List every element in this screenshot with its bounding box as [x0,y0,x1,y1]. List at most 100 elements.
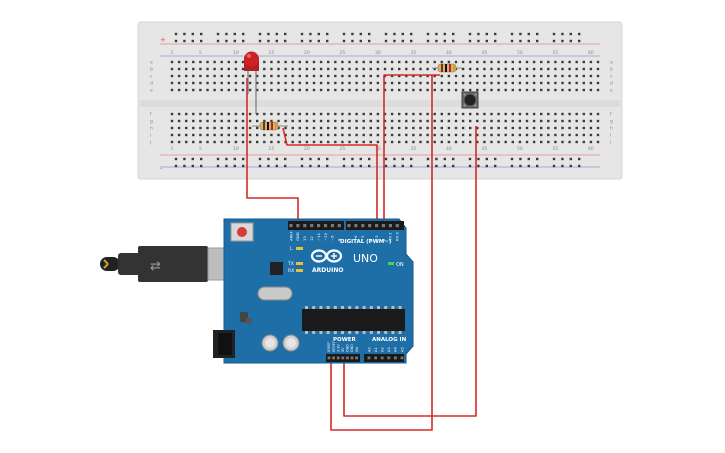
pin-hole[interactable] [347,224,351,228]
breadboard-hole [440,133,443,137]
rail-hole [233,32,236,36]
rail-minus-label: - [160,165,163,173]
breadboard-hole [490,88,493,92]
chip-pin [369,331,373,334]
pin-hole[interactable] [368,224,372,228]
column-number: 35 [411,146,417,152]
breadboard-hole [369,60,372,64]
breadboard-hole [426,88,429,92]
breadboard-hole [248,112,252,116]
wire-resistor-to-pin2[interactable] [282,127,378,222]
resistor-led[interactable] [252,121,288,131]
rail-hole [351,157,354,161]
pin-hole[interactable] [303,224,307,228]
breadboard-hole [362,74,365,78]
breadboard-hole [341,74,344,78]
breadboard-hole [241,81,245,85]
pin-hole[interactable] [400,356,404,360]
breadboard-hole [355,60,358,64]
rail-hole [485,32,488,36]
breadboard-hole [433,67,436,71]
pin-hole[interactable] [341,356,345,360]
pin-hole[interactable] [354,224,358,228]
pin-hole[interactable] [380,356,384,360]
breadboard-hole [540,67,543,71]
breadboard-hole [376,81,380,85]
breadboard-hole [277,140,280,144]
rail-hole [317,157,320,161]
rail-hole [200,157,203,161]
breadboard-hole [383,60,387,64]
breadboard-hole [525,126,529,130]
breadboard-hole [497,133,500,137]
breadboard-hole [405,88,408,92]
wire-pulldown-to-gnd[interactable] [330,75,433,431]
chip-pin [326,306,330,309]
breadboard-hole [369,126,372,130]
rail-hole [200,32,203,36]
pin-hole[interactable] [394,356,397,360]
pin-hole[interactable] [337,224,341,228]
rail-hole [410,164,413,168]
wire-pin4-to-resistor[interactable] [383,74,440,222]
pin-hole[interactable] [330,224,334,228]
pin-hole[interactable] [296,224,300,228]
breadboard-hole [582,126,585,130]
led[interactable] [244,51,259,115]
rail-hole [510,164,514,168]
pin-hole[interactable] [387,356,391,360]
rail-hole [225,32,228,36]
breadboard-hole [412,112,415,116]
breadboard-hole [256,112,259,116]
row-letter: f [610,112,612,118]
rail-hole [258,157,262,161]
resistor-button[interactable] [432,63,462,73]
pin-hole[interactable] [361,224,365,228]
chip-pin [348,331,352,334]
breadboard-hole [305,88,309,92]
chip-pin [355,306,359,309]
pin-hole[interactable] [388,224,392,228]
rail-hole [561,39,564,43]
pin-hole[interactable] [289,224,293,228]
wire-led-to-gnd[interactable] [246,78,299,222]
pin-hole[interactable] [350,356,354,360]
pin-hole[interactable] [327,356,331,360]
breadboard-hole [561,81,564,85]
breadboard-hole [213,140,216,144]
breadboard-hole [341,60,344,64]
pin-hole[interactable] [395,224,399,228]
rail-hole [393,157,396,161]
pin-hole[interactable] [336,356,340,360]
breadboard-hole [575,119,578,123]
breadboard-hole [376,133,380,137]
pin-hole[interactable] [310,224,314,228]
column-number: 5 [199,146,202,152]
breadboard-hole [476,74,479,78]
rail-hole [552,39,556,43]
wire-button-to-5v[interactable] [343,126,477,417]
breadboard-hole [575,74,578,78]
breadboard-hole [568,112,571,116]
column-number: 50 [517,146,523,152]
breadboard-hole [405,140,408,144]
pin-hole[interactable] [317,224,321,228]
pin-hole[interactable] [367,356,371,360]
breadboard-hole [199,140,202,144]
breadboard-hole [398,133,401,137]
pin-hole[interactable] [332,356,335,360]
breadboard-hole [170,81,174,85]
rail-hole [393,39,396,43]
pin-hole[interactable] [346,356,349,360]
rail-hole [216,32,220,36]
pin-hole[interactable] [381,224,386,228]
breadboard-hole [241,140,245,144]
pin-hole[interactable] [355,356,358,360]
push-button[interactable] [461,91,479,109]
pin-hole[interactable] [375,224,379,228]
pin-hole[interactable] [374,356,377,360]
pin-hole[interactable] [323,224,328,228]
